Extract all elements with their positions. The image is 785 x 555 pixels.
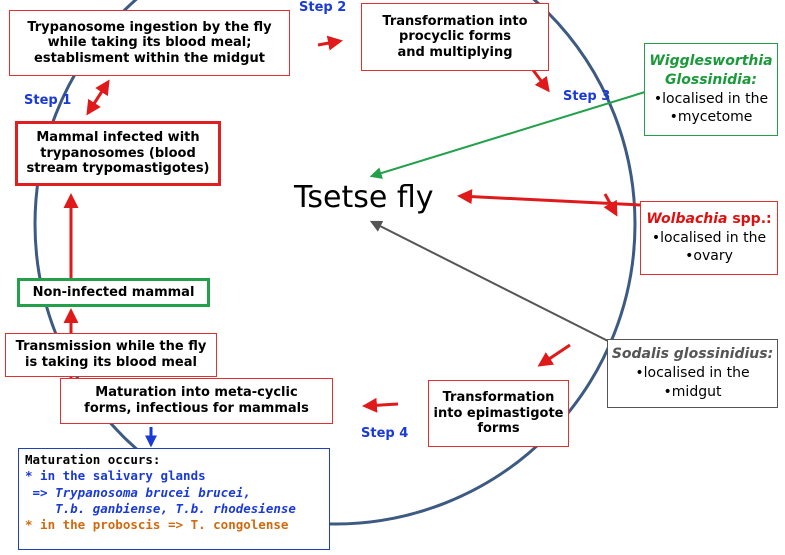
box-non-infected-mammal: Non-infected mammal: [17, 278, 210, 307]
step-4-label: Step 4: [361, 426, 409, 441]
note-proboscis: * in the proboscis => T. congolense: [25, 517, 289, 532]
box-trypanosome-ingestion: Trypanosome ingestion by the fly while t…: [9, 10, 290, 76]
title-tsetse-fly: Tsetse fly: [294, 180, 434, 215]
wolbachia-name: Wolbachia: [646, 210, 728, 227]
box-mammal-infected: Mammal infected with trypanosomes (blood…: [15, 121, 221, 186]
note-heading: Maturation occurs:: [25, 452, 161, 467]
arrow-wigglesworthia-to-fly: [369, 91, 646, 179]
step-1-label: Step 1: [24, 93, 72, 108]
box-maturation-note: Maturation occurs: * in the salivary gla…: [18, 448, 330, 550]
step-3-label: Step 3: [563, 89, 611, 104]
box-transmission: Transmission while the fly is taking its…: [5, 333, 217, 377]
arrow-wolbachia-to-fly: [457, 189, 641, 207]
note-salivary: * in the salivary glands: [25, 468, 206, 484]
wolbachia-suffix: spp.:: [727, 210, 772, 227]
box-wigglesworthia: Wigglesworthia Glossinidia: •localised i…: [644, 43, 778, 136]
note-brucei: => Trypanosoma brucei brucei,: [25, 484, 251, 500]
box-wolbachia: Wolbachia spp.: •localised in the •ovary: [640, 201, 778, 275]
arrow-step1-ingestion: [86, 79, 110, 116]
box-epimastigote-transformation: Transformation into epimastigote forms: [428, 380, 569, 447]
box-sodalis: Sodalis glossinidius: •localised in the …: [607, 339, 778, 408]
arrow-to-epimastigote: [537, 343, 571, 367]
step-2-label: Step 2: [299, 0, 347, 15]
arrow-step2: [317, 35, 343, 51]
arrow-sodalis-to-fly: [369, 220, 611, 343]
arrow-step4: [362, 397, 399, 413]
box-procyclic-transformation: Transformation into procyclic forms and …: [361, 3, 549, 71]
note-subspecies: T.b. ganbiense, T.b. rhodesiense: [25, 500, 296, 516]
box-maturation-metacyclic: Maturation into meta-cyclic forms, infec…: [60, 378, 333, 424]
life-cycle-circle: [33, 0, 637, 526]
